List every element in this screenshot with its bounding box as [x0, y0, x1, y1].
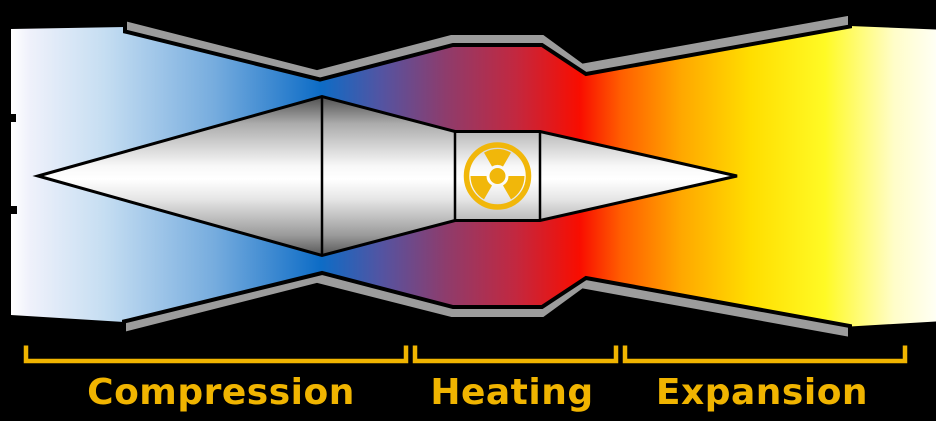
- exhaust-stream-tick: [925, 25, 936, 29]
- engine-wall-bottom: [122, 270, 852, 342]
- radiation-center-dot: [489, 168, 506, 184]
- radiation-blade-lower-left: [470, 176, 492, 200]
- inlet-stream-tick-top: [0, 114, 16, 122]
- radiation-trefoil-icon: [463, 142, 532, 210]
- expansion-label: Expansion: [656, 372, 868, 413]
- compression-label: Compression: [87, 372, 355, 413]
- radiation-blade-top: [484, 149, 511, 167]
- center-body-seams: [320, 97, 542, 255]
- radiation-ring: [463, 142, 532, 210]
- expansion-bracket: [622, 345, 908, 364]
- engine-wall-top: [123, 11, 852, 82]
- center-body: [32, 94, 738, 258]
- inlet-stream-tick-bottom: [0, 206, 17, 214]
- heating-bracket: [412, 345, 619, 364]
- heating-label: Heating: [430, 372, 593, 413]
- compression-bracket: [23, 345, 409, 364]
- radiation-blade-lower-right: [503, 176, 525, 200]
